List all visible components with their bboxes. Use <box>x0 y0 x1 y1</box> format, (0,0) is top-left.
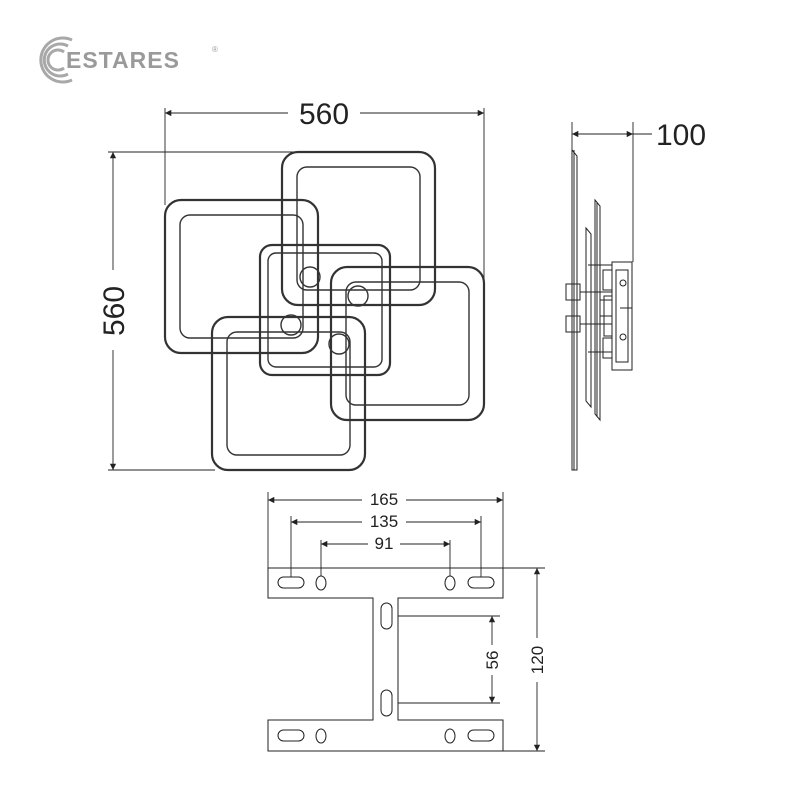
ring-center <box>258 243 392 377</box>
brand-name: ESTARES <box>66 47 180 73</box>
bracket-center-slot-label: 56 <box>483 651 502 670</box>
ring-top <box>280 150 437 307</box>
side-depth-label: 100 <box>656 119 706 152</box>
side-depth-dimension: 100 <box>571 119 706 262</box>
front-view: 560 560 <box>98 98 486 472</box>
bracket-hole-spacing-label: 91 <box>375 534 394 553</box>
bracket-slot-spacing-label: 135 <box>370 512 398 531</box>
front-width-label: 560 <box>299 98 349 131</box>
front-height-dimension: 560 <box>98 151 131 470</box>
bracket-overall-width-dimension: 165 <box>268 490 503 509</box>
bracket-height-dimension: 120 <box>528 568 547 751</box>
logo-mark-icon <box>39 36 73 84</box>
connector-knobs <box>280 266 369 355</box>
brand-logo: ESTARES ® <box>39 36 218 84</box>
bracket-overall-width-label: 165 <box>370 490 398 509</box>
bracket-height-label: 120 <box>528 646 547 674</box>
bracket-hole-spacing-dimension: 91 <box>321 534 450 553</box>
ring-right <box>329 265 486 422</box>
bracket-slot-spacing-dimension: 135 <box>291 512 481 531</box>
brand-registered-mark: ® <box>212 45 218 54</box>
front-height-label: 560 <box>98 286 131 336</box>
bracket-center-slot-dimension: 56 <box>483 616 502 703</box>
side-view: 100 <box>565 119 706 471</box>
mounting-bracket: 165 135 91 120 56 <box>267 490 547 752</box>
ring-left <box>163 198 320 355</box>
front-width-dimension: 560 <box>164 98 484 131</box>
ring-bottom <box>210 315 367 472</box>
